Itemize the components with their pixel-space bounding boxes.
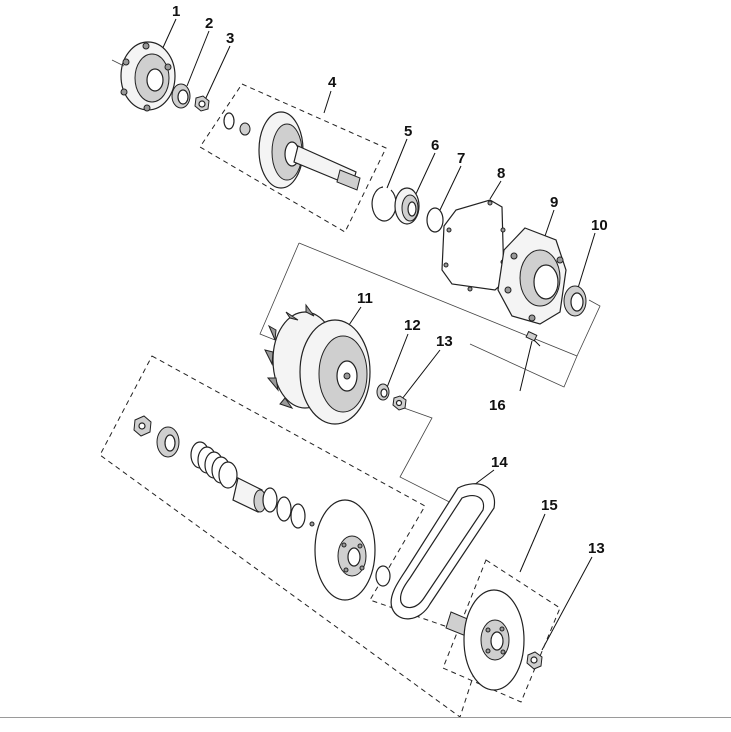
part-16-bolt xyxy=(525,330,541,347)
part-8-gasket xyxy=(441,199,506,292)
callout-8: 8 xyxy=(497,165,505,182)
leader-lines xyxy=(160,18,596,651)
callout-14: 14 xyxy=(491,454,508,471)
callout-3: 3 xyxy=(226,30,234,47)
callout-1: 1 xyxy=(172,3,180,20)
drive-pulley-group xyxy=(133,415,391,601)
part-4-drive-shaft xyxy=(223,111,361,191)
callout-11: 11 xyxy=(357,290,373,307)
part-15-driven-sheave xyxy=(445,589,525,691)
part-14-drive-belt xyxy=(390,483,496,620)
callout-16: 16 xyxy=(489,397,506,414)
callout-2: 2 xyxy=(205,15,213,32)
callout-7: 7 xyxy=(457,150,465,167)
callout-13-upper: 13 xyxy=(436,333,453,350)
part-9-housing-cover xyxy=(497,227,567,325)
part-6-bearing xyxy=(394,187,420,225)
part-10-seal xyxy=(563,285,587,317)
callout-4: 4 xyxy=(328,74,337,91)
part-1-cover-plate xyxy=(111,41,176,112)
bottom-divider xyxy=(0,717,731,718)
part-11-clutch-drum xyxy=(264,303,371,425)
callout-13-lower: 13 xyxy=(588,540,605,557)
part-13-nut-upper xyxy=(392,395,407,411)
part-13-nut-lower xyxy=(526,651,543,670)
callout-9: 9 xyxy=(550,194,558,211)
part-5-circlip xyxy=(371,186,397,222)
part-7-circlip xyxy=(426,207,444,233)
callout-5: 5 xyxy=(404,123,412,140)
part-12-washer xyxy=(376,383,390,401)
callout-6: 6 xyxy=(431,137,439,154)
callout-labels: 1 2 3 4 5 6 7 8 9 10 11 12 13 16 14 15 1… xyxy=(172,3,608,557)
spring xyxy=(190,441,238,489)
callout-15: 15 xyxy=(541,497,558,514)
callout-10: 10 xyxy=(591,217,608,234)
part-3-nut xyxy=(194,95,210,112)
callout-12: 12 xyxy=(404,317,421,334)
part-2-seal xyxy=(171,83,191,109)
